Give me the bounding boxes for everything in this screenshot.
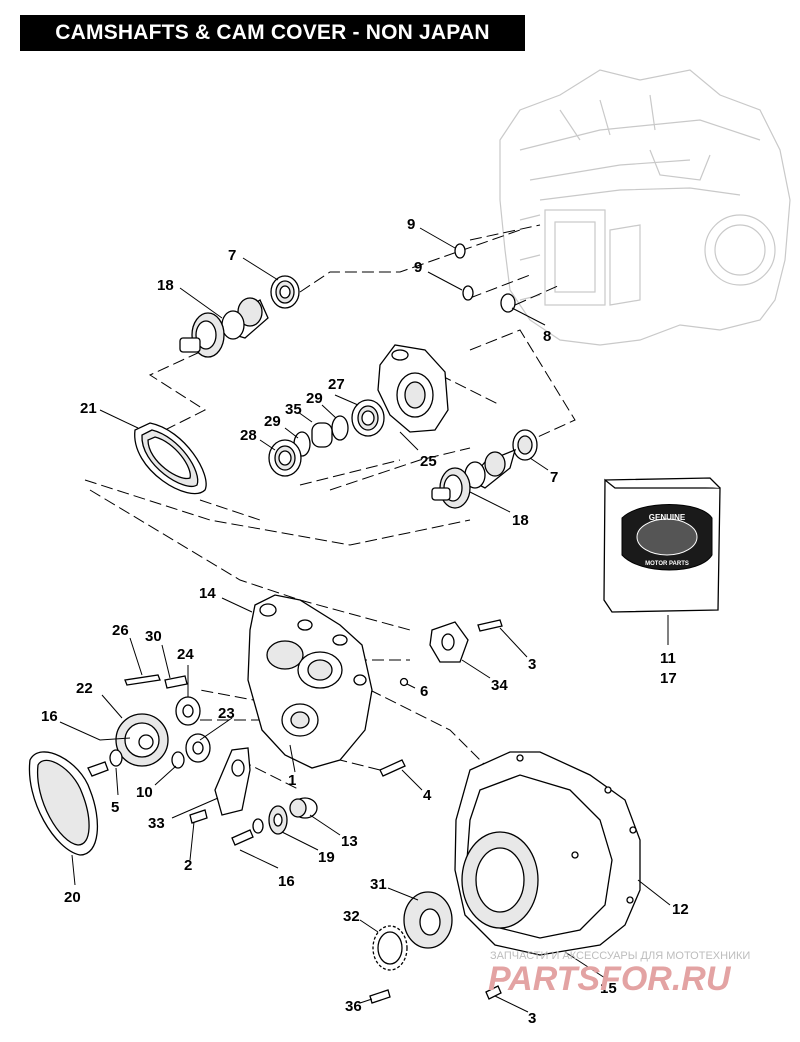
gasket-32	[372, 925, 408, 971]
callout-25: 25	[420, 453, 437, 470]
bearing-7-upper	[270, 275, 300, 309]
callout-32: 32	[343, 908, 360, 925]
callout-14: 14	[199, 585, 216, 602]
callout-27: 27	[328, 376, 345, 393]
callout-1: 1	[288, 772, 296, 789]
washer-24	[175, 696, 201, 726]
o-ring-9-lower	[462, 285, 474, 301]
callout-16-left: 16	[41, 708, 58, 725]
bearing-28	[268, 439, 302, 477]
watermark-logo: PARTSFOR.RU	[488, 960, 732, 998]
genuine-box-line2: MOTOR PARTS	[645, 561, 689, 567]
watermark: ЗАПЧАСТИ И АКСЕССУАРЫ ДЛЯ МОТОТЕХНИКИ PA…	[488, 950, 750, 998]
callout-26: 26	[112, 622, 129, 639]
cam-support-housing-14	[247, 594, 373, 769]
leader-lines	[59, 227, 671, 1013]
washer-23	[185, 733, 211, 763]
callout-3-upper: 3	[528, 656, 536, 673]
callout-11: 11	[660, 650, 676, 667]
plunger-30	[164, 675, 188, 689]
chain-tensioner-34	[429, 621, 469, 663]
callout-35: 35	[285, 401, 302, 418]
cam-cover-12	[454, 751, 641, 956]
callout-31: 31	[370, 876, 387, 893]
bolt-16	[231, 829, 254, 846]
camshaft-18-lower	[431, 448, 516, 509]
spacer-35	[311, 422, 333, 448]
chain-21	[134, 422, 207, 495]
tensioner-33	[214, 747, 251, 816]
callout-10: 10	[136, 784, 153, 801]
washer-16	[252, 818, 264, 834]
callout-19: 19	[318, 849, 335, 866]
callout-6: 6	[420, 683, 428, 700]
screw-36	[369, 989, 391, 1004]
bearing-7-lower	[512, 429, 538, 461]
callout-18-lower: 18	[512, 512, 529, 529]
washer-5	[109, 749, 123, 767]
callout-15: 15	[600, 980, 617, 997]
callout-12: 12	[672, 901, 689, 918]
callout-23: 23	[218, 705, 235, 722]
callout-4: 4	[423, 787, 432, 804]
callout-21: 21	[80, 400, 97, 417]
callout-18-upper: 18	[157, 277, 174, 294]
bushing-13	[289, 797, 318, 819]
callout-30: 30	[145, 628, 162, 645]
screw-3-lower	[485, 985, 502, 1000]
assembly-lines	[84, 224, 576, 791]
callout-2: 2	[184, 857, 192, 874]
o-ring-9-upper	[454, 243, 466, 259]
callout-16-bottom: 16	[278, 873, 295, 890]
bearing-27	[351, 399, 385, 437]
callout-34: 34	[491, 677, 508, 694]
ring-29-right	[331, 415, 349, 441]
callout-labels: 9 9 8 7 18 21 27 29 35 29 28 25 7 18 11 …	[41, 216, 689, 1027]
chain-16	[28, 751, 99, 856]
genuine-box-line1: GENUINE	[649, 513, 686, 522]
page-title: CAMSHAFTS & CAM COVER - NON JAPAN	[20, 15, 525, 51]
callout-7-upper: 7	[228, 247, 236, 264]
o-ring-8	[500, 293, 516, 313]
callout-29-right: 29	[306, 390, 323, 407]
callout-7-lower: 7	[550, 469, 558, 486]
callout-22: 22	[76, 680, 93, 697]
genuine-parts-kit-box: GENUINE MOTOR PARTS	[603, 477, 721, 613]
callout-33: 33	[148, 815, 165, 832]
callout-29-left: 29	[264, 413, 281, 430]
sprocket-22	[115, 713, 169, 767]
callout-3-lower: 3	[528, 1010, 536, 1027]
callout-20: 20	[64, 889, 81, 906]
sprocket-19	[268, 805, 288, 835]
bolt-3-upper	[477, 619, 503, 632]
bolt-5	[87, 761, 109, 777]
camshaft-18-upper	[179, 297, 269, 358]
bolt-2	[189, 809, 208, 824]
dowel-6	[399, 677, 409, 687]
watermark-tagline: ЗАПЧАСТИ И АКСЕССУАРЫ ДЛЯ МОТОТЕХНИКИ	[490, 950, 750, 962]
cam-support-plate-25	[377, 344, 449, 433]
crankcase-ghost	[499, 69, 791, 346]
callout-13: 13	[341, 833, 358, 850]
cover-31	[403, 891, 453, 949]
washer-10	[171, 751, 185, 769]
callout-28: 28	[240, 427, 257, 444]
callout-8: 8	[543, 328, 551, 345]
bolt-4	[379, 759, 406, 777]
callout-9-upper: 9	[407, 216, 415, 233]
callout-24: 24	[177, 646, 194, 663]
spring-26	[124, 674, 161, 686]
callout-9-lower: 9	[414, 259, 422, 276]
callout-17: 17	[660, 670, 677, 687]
callout-5: 5	[111, 799, 119, 816]
callout-36: 36	[345, 998, 362, 1015]
